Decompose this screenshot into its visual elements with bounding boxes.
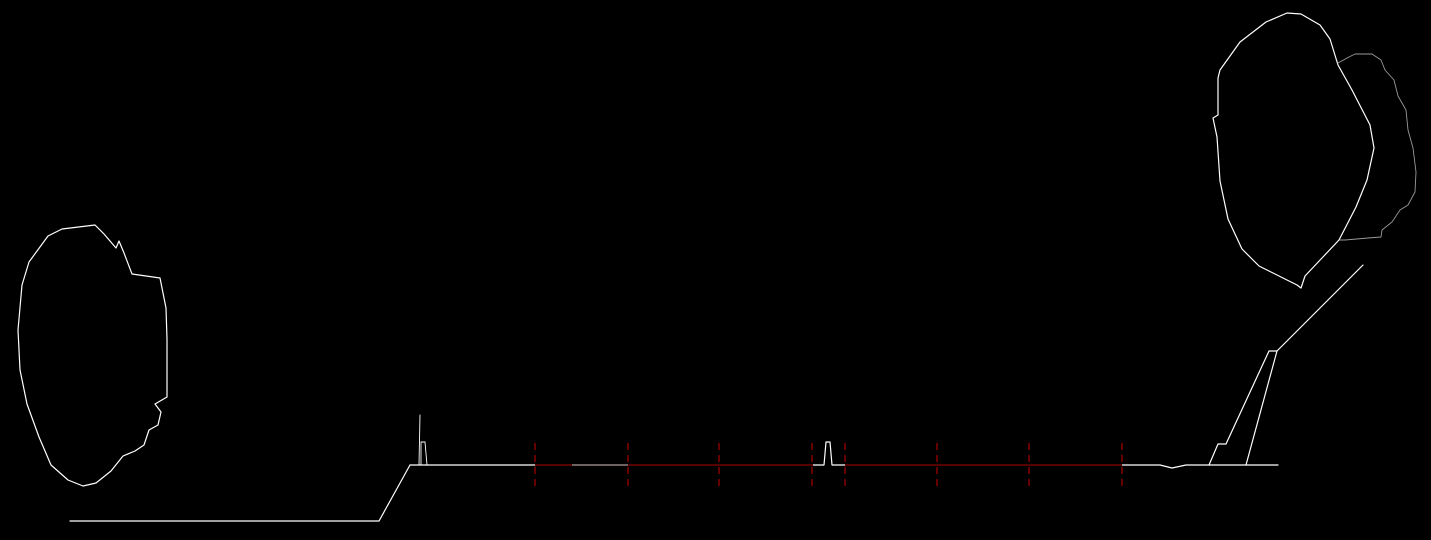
road-surface-right-shoulder — [1121, 464, 1279, 469]
left-post — [418, 414, 421, 466]
right-tree-back-outline — [1337, 53, 1417, 241]
left-curb — [420, 441, 428, 466]
left-ground-line — [69, 464, 411, 522]
right-slope-line — [1276, 264, 1364, 352]
right-retaining-wall-face — [1208, 350, 1278, 466]
left-tree-outline — [17, 224, 168, 487]
right-tree-outline — [1212, 12, 1375, 289]
lane-dimension-group — [534, 443, 1123, 487]
median-barrier — [812, 441, 846, 466]
